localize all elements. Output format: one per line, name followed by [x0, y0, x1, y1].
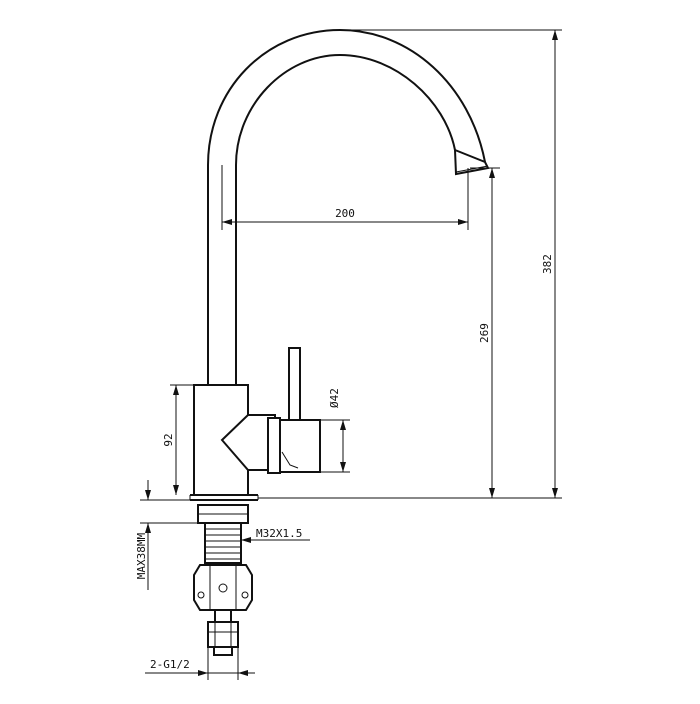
- threaded-shank: [204, 522, 242, 564]
- mounting-hardware: [193, 504, 253, 611]
- lever-handle: [220, 347, 321, 474]
- max-thickness-label: MAX38MM: [135, 532, 148, 579]
- body-height-label: 92: [162, 433, 175, 446]
- dimension-diameter: Ø42: [320, 388, 350, 473]
- total-height-label: 382: [541, 254, 554, 274]
- thread-label: M32X1.5: [256, 527, 302, 540]
- dimension-spout-height: 269: [470, 167, 500, 498]
- dimension-thread: M32X1.5: [241, 527, 310, 543]
- spout-height-label: 269: [478, 323, 491, 343]
- reach-label: 200: [335, 207, 355, 220]
- cartridge-housing: [279, 419, 321, 473]
- mounting-nut: [193, 564, 253, 611]
- dimension-body-height: 92: [162, 384, 200, 495]
- handle-rod: [288, 347, 301, 429]
- dimension-reach: 200: [222, 168, 469, 230]
- dimension-inlet: 2-G1/2: [145, 647, 255, 680]
- hose-nut: [207, 621, 239, 648]
- dimension-max-thickness: MAX38MM: [135, 480, 205, 590]
- inlet-fitting: [207, 609, 239, 656]
- dimension-total-height: 382: [345, 29, 562, 498]
- diameter-label: Ø42: [328, 388, 341, 408]
- inlet-label: 2-G1/2: [150, 658, 190, 671]
